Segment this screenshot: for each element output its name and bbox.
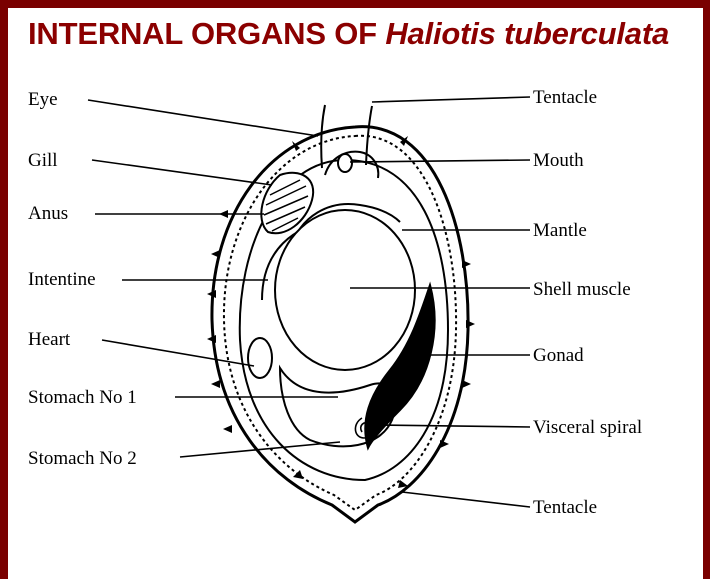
label-tentacle-bottom: Tentacle [533,498,597,517]
label-tentacle-top: Tentacle [533,88,597,107]
label-anus: Anus [28,204,68,223]
label-gill: Gill [28,151,58,170]
label-shell-muscle: Shell muscle [533,280,631,299]
heart [248,338,272,378]
label-stomach-2: Stomach No 2 [28,449,137,468]
label-heart: Heart [28,330,70,349]
label-mantle: Mantle [533,221,587,240]
mouth [338,154,352,172]
label-gonad: Gonad [533,346,584,365]
label-mouth: Mouth [533,151,584,170]
label-eye: Eye [28,90,58,109]
shell-muscle [275,210,415,370]
label-intestine: Intentine [28,270,96,289]
label-stomach-1: Stomach No 1 [28,388,137,407]
label-visceral-spiral: Visceral spiral [533,418,642,437]
